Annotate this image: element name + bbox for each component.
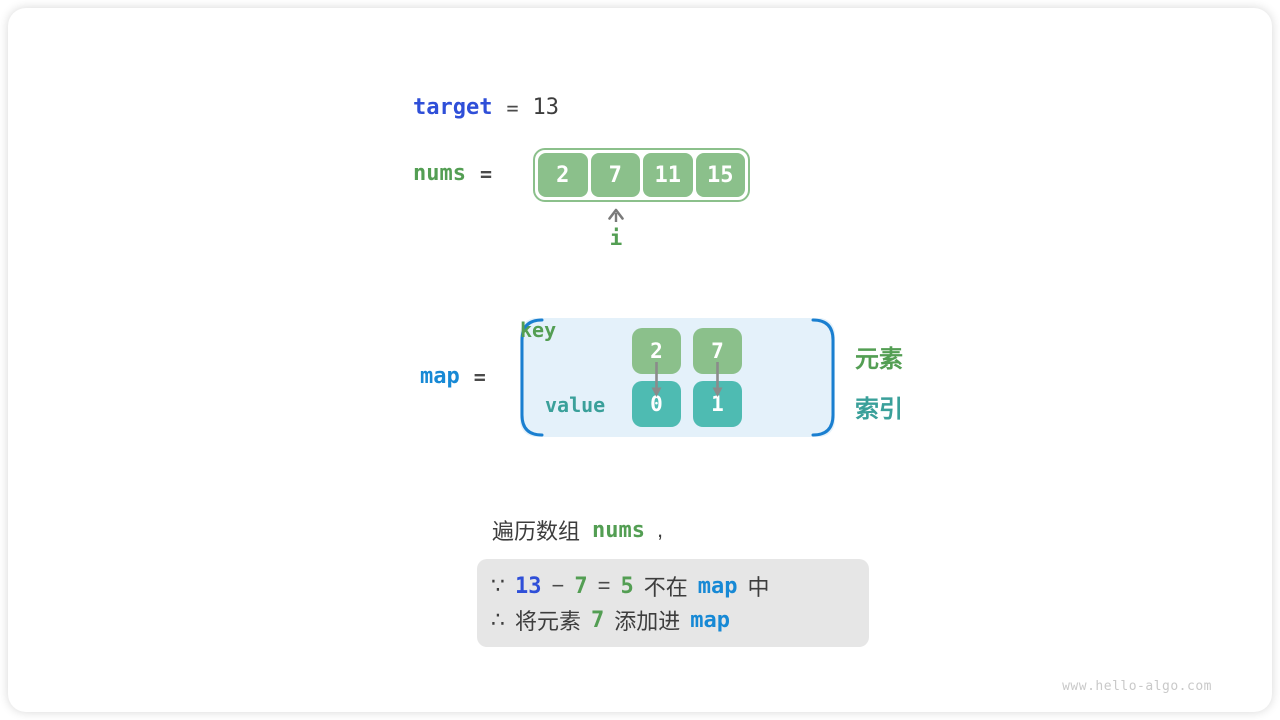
caption-prefix: 遍历数组 xyxy=(492,519,581,544)
array-cell: 2 xyxy=(538,153,588,197)
equals-sign: = xyxy=(479,161,493,186)
pointer-label: i xyxy=(609,226,623,250)
reasoning-line-2: ∴ 将元素 7 添加进 map xyxy=(491,603,869,637)
caption-comma: , xyxy=(657,517,664,542)
difference-value: 5 xyxy=(620,573,634,599)
therefore-symbol: ∴ xyxy=(491,607,505,632)
watermark: www.hello-algo.com xyxy=(1062,679,1212,694)
equals-sign: = xyxy=(473,364,486,389)
array-cell: 11 xyxy=(643,153,693,197)
add-element-text: 将元素 xyxy=(515,609,582,634)
minus-sign: − xyxy=(551,573,565,598)
map-variable: map xyxy=(420,364,460,389)
in-suffix-text: 中 xyxy=(747,575,770,600)
index-side-label: 索引 xyxy=(855,396,903,423)
map-key-cell: 2 xyxy=(632,328,681,374)
current-element: 7 xyxy=(574,573,588,599)
arrow-up-icon xyxy=(608,208,624,222)
value-label: value xyxy=(545,393,606,417)
key-label: key xyxy=(520,318,557,342)
bracket-icons xyxy=(520,318,835,437)
target-variable: target xyxy=(413,95,493,120)
equals-sign: = xyxy=(506,95,519,120)
target-value: 13 xyxy=(532,95,560,120)
index-pointer: i xyxy=(596,206,636,250)
map-value-cell: 0 xyxy=(632,381,681,427)
target-line: target = 13 xyxy=(413,95,559,120)
because-symbol: ∵ xyxy=(491,573,505,598)
element-side-label: 元素 xyxy=(855,346,903,373)
caption-line: 遍历数组 nums , xyxy=(492,514,663,546)
map-container: key value 2 7 0 1 xyxy=(520,318,835,437)
map-code: map xyxy=(690,607,731,633)
map-line: map = xyxy=(420,364,486,389)
nums-line: nums = xyxy=(413,161,492,186)
caption-nums-code: nums xyxy=(592,517,645,543)
not-in-text: 不在 xyxy=(643,575,688,600)
array-cell: 15 xyxy=(695,153,745,197)
map-code: map xyxy=(697,573,738,599)
target-value: 13 xyxy=(515,573,542,599)
add-into-text: 添加进 xyxy=(614,609,681,634)
current-element: 7 xyxy=(591,607,605,633)
nums-variable: nums xyxy=(413,161,466,186)
nums-array: 2 7 11 15 xyxy=(533,148,750,202)
array-cell: 7 xyxy=(590,153,640,197)
map-key-cell: 7 xyxy=(693,328,742,374)
equals-sign: = xyxy=(597,573,611,598)
map-value-cell: 1 xyxy=(693,381,742,427)
reasoning-box: ∵ 13 − 7 = 5 不在 map 中 ∴ 将元素 7 添加进 map xyxy=(477,559,869,647)
reasoning-line-1: ∵ 13 − 7 = 5 不在 map 中 xyxy=(491,569,869,603)
